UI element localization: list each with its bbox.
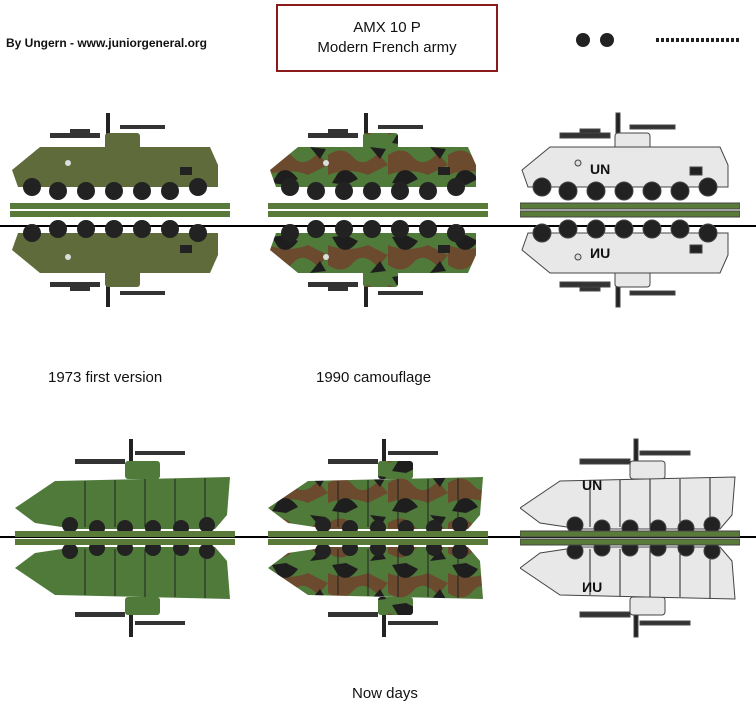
un-marking-modern-mirror: UN bbox=[582, 579, 603, 595]
title-line-2: Modern French army bbox=[317, 39, 457, 56]
vehicle-1990-camo bbox=[268, 105, 488, 315]
vehicle-modern-un: UN UN bbox=[520, 433, 740, 643]
un-marking-top: UN bbox=[590, 161, 611, 177]
title-line-1: AMX 10 P bbox=[353, 19, 421, 36]
wheel-icons bbox=[576, 33, 614, 47]
title-box: AMX 10 P Modern French army bbox=[276, 4, 498, 72]
vehicle-un-old: UN UN bbox=[520, 105, 740, 315]
caption-now: Now days bbox=[352, 685, 418, 702]
credit-text: By Ungern - www.juniorgeneral.org bbox=[6, 36, 207, 50]
un-marking-mirror: UN bbox=[590, 245, 611, 261]
vehicle-modern-camo bbox=[268, 433, 488, 643]
vehicle-1973 bbox=[10, 105, 230, 315]
caption-1990: 1990 camouflage bbox=[316, 369, 432, 386]
un-marking-modern-top: UN bbox=[582, 477, 603, 493]
vehicle-modern-green bbox=[15, 433, 235, 643]
track-strip-icon bbox=[656, 38, 740, 42]
caption-1973: 1973 first version bbox=[48, 369, 163, 386]
